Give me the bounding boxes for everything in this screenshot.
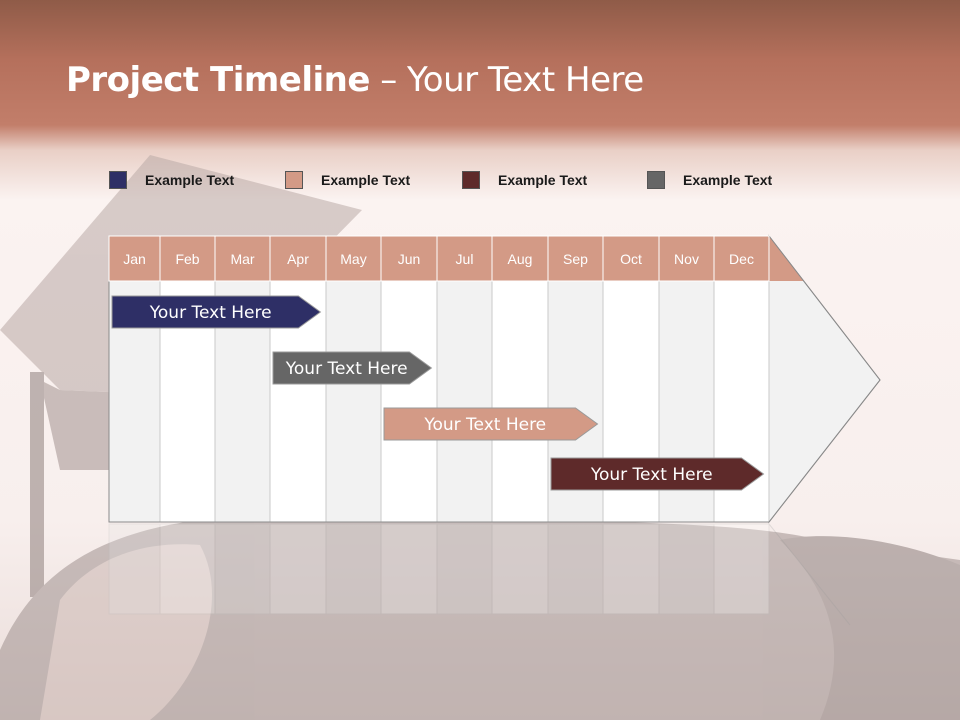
- month-label: Jun: [398, 251, 421, 267]
- month-header-cell: [380, 235, 438, 282]
- reflection-column: [658, 523, 715, 615]
- reflection-column: [602, 523, 660, 615]
- timeline-reflection: [108, 523, 851, 626]
- reflection-column: [269, 523, 327, 615]
- legend-swatch: [109, 171, 127, 189]
- month-label: Aug: [508, 251, 533, 267]
- reflection-column: [108, 523, 161, 615]
- legend-item: Example Text: [109, 170, 234, 190]
- reflection-column: [436, 523, 493, 615]
- legend-label: Example Text: [321, 172, 411, 188]
- task-bar: Your Text Here: [272, 351, 433, 385]
- task-bar-label: Your Text Here: [590, 465, 713, 485]
- legend-label: Example Text: [145, 172, 235, 188]
- month-column: [325, 280, 382, 523]
- month-header-cell: [159, 235, 216, 282]
- task-bar-label: Your Text Here: [423, 415, 546, 435]
- legend-swatch: [647, 171, 665, 189]
- task-bar: Your Text Here: [383, 407, 599, 441]
- month-label: Jan: [123, 251, 146, 267]
- legend-swatch: [285, 171, 303, 189]
- title-bold: Project Timeline: [66, 60, 370, 100]
- month-label: Nov: [674, 251, 699, 267]
- month-header-cell: [602, 235, 660, 282]
- task-bar-shape: [383, 407, 599, 441]
- month-label: Oct: [620, 251, 642, 267]
- task-bar-label: Your Text Here: [149, 303, 272, 323]
- reflection-edge: [768, 523, 851, 626]
- reflection-column: [325, 523, 382, 615]
- month-label: Apr: [287, 251, 309, 267]
- reflection-column: [159, 523, 216, 615]
- title-rest: – Your Text Here: [369, 60, 644, 100]
- legend-label: Example Text: [498, 172, 588, 188]
- legend-item: Example Text: [462, 170, 587, 190]
- legend-label: Example Text: [683, 172, 773, 188]
- task-bar-label: Your Text Here: [285, 359, 408, 379]
- task-bar-shape: [550, 457, 765, 491]
- task-bar: Your Text Here: [550, 457, 765, 491]
- month-column: [491, 280, 549, 523]
- month-header-cell: [547, 235, 604, 282]
- legend-swatch: [462, 171, 480, 189]
- task-bar: Your Text Here: [111, 295, 322, 329]
- reflection-column: [491, 523, 549, 615]
- month-label: Feb: [175, 251, 199, 267]
- month-header-cell: [108, 235, 161, 282]
- month-label: Mar: [230, 251, 254, 267]
- month-label: Jul: [456, 251, 474, 267]
- reflection-column: [214, 523, 271, 615]
- legend-item: Example Text: [647, 170, 772, 190]
- month-header-cell: [214, 235, 271, 282]
- slide-title: Project Timeline – Your Text Here: [66, 60, 644, 100]
- month-label: Sep: [563, 251, 588, 267]
- month-header-cell: [713, 235, 770, 282]
- month-label: May: [340, 251, 366, 267]
- month-header-cell: [325, 235, 382, 282]
- legend-item: Example Text: [285, 170, 410, 190]
- reflection-column: [713, 523, 770, 615]
- task-bar-shape: [111, 295, 322, 329]
- month-label: Dec: [729, 251, 754, 267]
- month-column: [436, 280, 493, 523]
- month-header-cell: [658, 235, 715, 282]
- reflection-column: [547, 523, 604, 615]
- task-bar-shape: [272, 351, 433, 385]
- reflection-column: [380, 523, 438, 615]
- month-column: [380, 280, 438, 523]
- month-header: Jan Feb Mar Apr May Jun Jul Aug Sep Oct Nov Dec: [108, 235, 770, 282]
